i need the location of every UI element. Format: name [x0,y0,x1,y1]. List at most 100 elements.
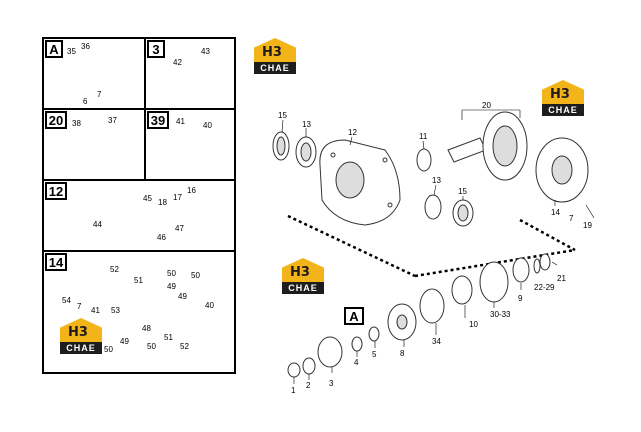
inset-14-label-52: 52 [110,265,119,274]
inset-panel-3: 3 [144,37,236,110]
housing-bolt-2 [382,157,388,163]
inset-12-label-45: 45 [143,194,152,203]
inset-12-label-44: 44 [93,220,102,229]
inset-3-label-42: 42 [173,58,182,67]
leader-12 [349,136,353,146]
inset-14-label-51a: 51 [134,276,143,285]
inset-14-label-51b: 51 [164,333,173,342]
brand-logo: H3 CHAE [60,318,102,356]
main-label-4: 4 [354,358,359,367]
inset-14-label-40: 40 [205,301,214,310]
brand-logo: H3 CHAE [282,258,324,296]
main-label-21: 21 [557,274,566,283]
bearing-race-15-right-inner [457,204,469,222]
leader-21 [551,261,558,266]
main-label-15b: 15 [458,187,467,196]
inset-a-label-6: 6 [83,97,88,106]
inset-14-label-41: 41 [91,306,100,315]
main-label-5: 5 [372,350,377,359]
seal-10 [451,275,473,305]
inset-20-label-37: 37 [108,116,117,125]
inset-a-label-7: 7 [97,90,102,99]
main-label-1: 1 [291,386,296,395]
main-label-30-33: 30-33 [490,310,511,319]
housing-bolt-3 [387,202,393,208]
main-label-13b: 13 [432,176,441,185]
main-label-22-29: 22-29 [534,283,555,292]
logo-mark: H3 [290,265,310,280]
bolt-19 [585,204,595,219]
inset-14-label-49a: 49 [167,282,176,291]
brand-logo: H3 CHAE [542,80,584,118]
main-label-9: 9 [518,294,523,303]
inset-14-label-48: 48 [142,324,151,333]
gasket-34 [419,288,445,324]
yoke-3 [317,336,343,368]
logo-mark: H3 [68,325,88,340]
ring-gear-20-inner [492,125,518,167]
inset-panel-20: 20 [42,108,146,181]
shims-30-33 [479,261,509,303]
housing-bore [335,161,365,199]
logo-wordmark: CHAE [282,282,324,294]
inset-panel-12: 12 [42,179,236,252]
main-label-11: 11 [419,132,428,141]
main-label-34: 34 [432,337,441,346]
main-label-3: 3 [329,379,334,388]
inset-badge-20: 20 [45,111,67,129]
main-label-13a: 13 [302,120,311,129]
bearing-13-left-inner [300,142,312,162]
differential-case-14-inner [551,155,573,185]
main-label-7: 7 [569,214,574,223]
inset-14-label-50b: 50 [191,271,200,280]
inset-14-label-50c: 50 [104,345,113,354]
inset-a-label-35: 35 [67,47,76,56]
main-label-12: 12 [348,128,357,137]
inset-panel-a: A [42,37,146,110]
logo-wordmark: CHAE [254,62,296,74]
leader-15a [281,119,284,133]
main-label-15a: 15 [278,111,287,120]
inset-14-label-49b: 49 [178,292,187,301]
inset-14-label-7: 7 [77,302,82,311]
bearing-13-right [424,194,442,220]
brand-logo: H3 CHAE [254,38,296,76]
inset-12-label-17: 17 [173,193,182,202]
inset-badge-14: 14 [45,253,67,271]
inset-14-label-53: 53 [111,306,120,315]
inset-12-label-18: 18 [158,198,167,207]
inset-badge-3: 3 [147,40,165,58]
logo-wordmark: CHAE [60,342,102,354]
logo-mark: H3 [262,45,282,60]
inset-39-label-40: 40 [203,121,212,130]
inset-14-label-52b: 52 [180,342,189,351]
inset-12-label-47: 47 [175,224,184,233]
nut-1 [287,362,301,378]
bearing-11 [416,148,432,172]
main-label-14: 14 [551,208,560,217]
inset-14-label-50d: 50 [147,342,156,351]
inset-14-label-54: 54 [62,296,71,305]
flange-8-inner [396,314,408,330]
leader-13b [433,184,437,196]
shims-22-29 [533,258,541,274]
washer-5 [368,326,380,342]
logo-mark: H3 [550,87,570,102]
assembly-dash-line-right [519,218,576,252]
leader-11 [422,140,425,150]
main-label-2: 2 [306,381,311,390]
inset-20-label-38: 38 [72,119,81,128]
main-label-19: 19 [583,221,592,230]
inset-a-label-36: 36 [81,42,90,51]
logo-wordmark: CHAE [542,104,584,116]
inset-12-label-46: 46 [157,233,166,242]
inset-badge-12: 12 [45,182,67,200]
inset-badge-39: 39 [147,111,169,129]
pinion-shaft-20 [447,137,487,163]
main-label-20: 20 [482,101,491,110]
ring-4 [351,336,363,352]
main-label-8: 8 [400,349,405,358]
main-badge-a: A [344,307,364,325]
bearing-9 [512,257,530,283]
inset-14-label-49c: 49 [120,337,129,346]
